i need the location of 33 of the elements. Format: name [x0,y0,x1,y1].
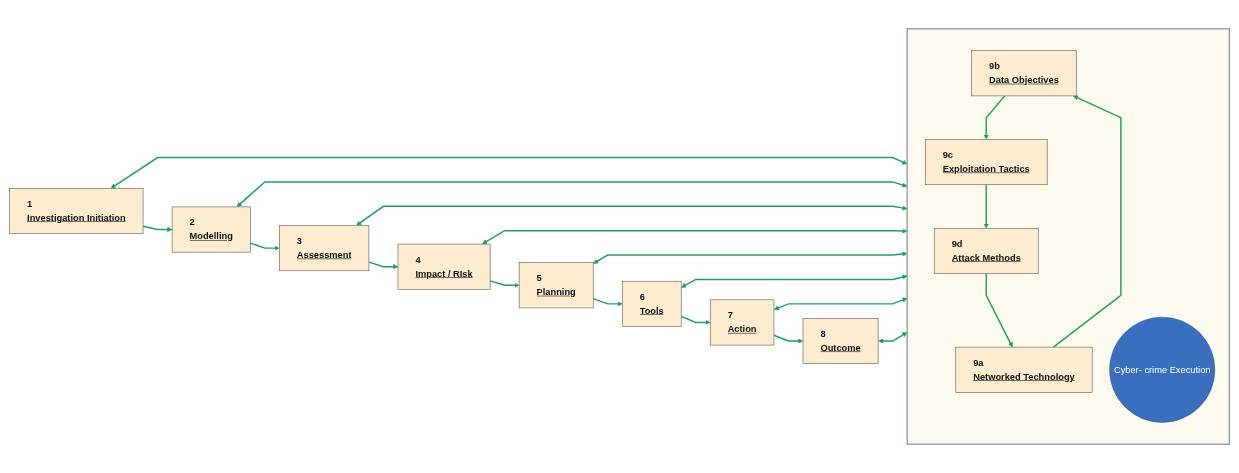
node-box: 6 Tools [621,280,682,327]
node-box: 9a Networked Technology [955,346,1093,393]
arrow [878,332,908,344]
arrow [482,228,908,245]
arrow [592,297,623,307]
arrow [983,184,989,229]
arrow [236,181,908,207]
arrow [773,297,908,311]
node-box: 8 Outcome [802,318,879,364]
node-box: 1 Investigation Initiation [9,188,144,234]
arrow [681,274,908,288]
arrow [1052,95,1122,348]
node-box: 9b Data Objectives [971,50,1077,97]
arrow [593,251,908,264]
arrow [356,205,908,226]
node-box: 7 Action [709,299,775,346]
node-box: 4 Impact / RIsk [397,243,491,290]
arrow [110,156,908,189]
arrow [249,242,280,251]
arrow [985,272,1013,348]
node-box: 2 Modelling [171,206,251,253]
arrow [680,315,711,325]
node-box: 3 Assessment [279,225,370,272]
arrow [773,334,804,344]
node-box: 5 Planning [518,262,594,309]
arrow [489,280,520,288]
arrow [142,225,173,233]
node-box: 9d Attack Methods [933,228,1039,274]
node-circle: Cyber- crime Execution [1109,316,1216,423]
node-box: 9c Exploitation Tactics [925,139,1048,186]
cluster [906,28,1230,445]
arrow [368,261,399,270]
arrow [983,95,1006,140]
